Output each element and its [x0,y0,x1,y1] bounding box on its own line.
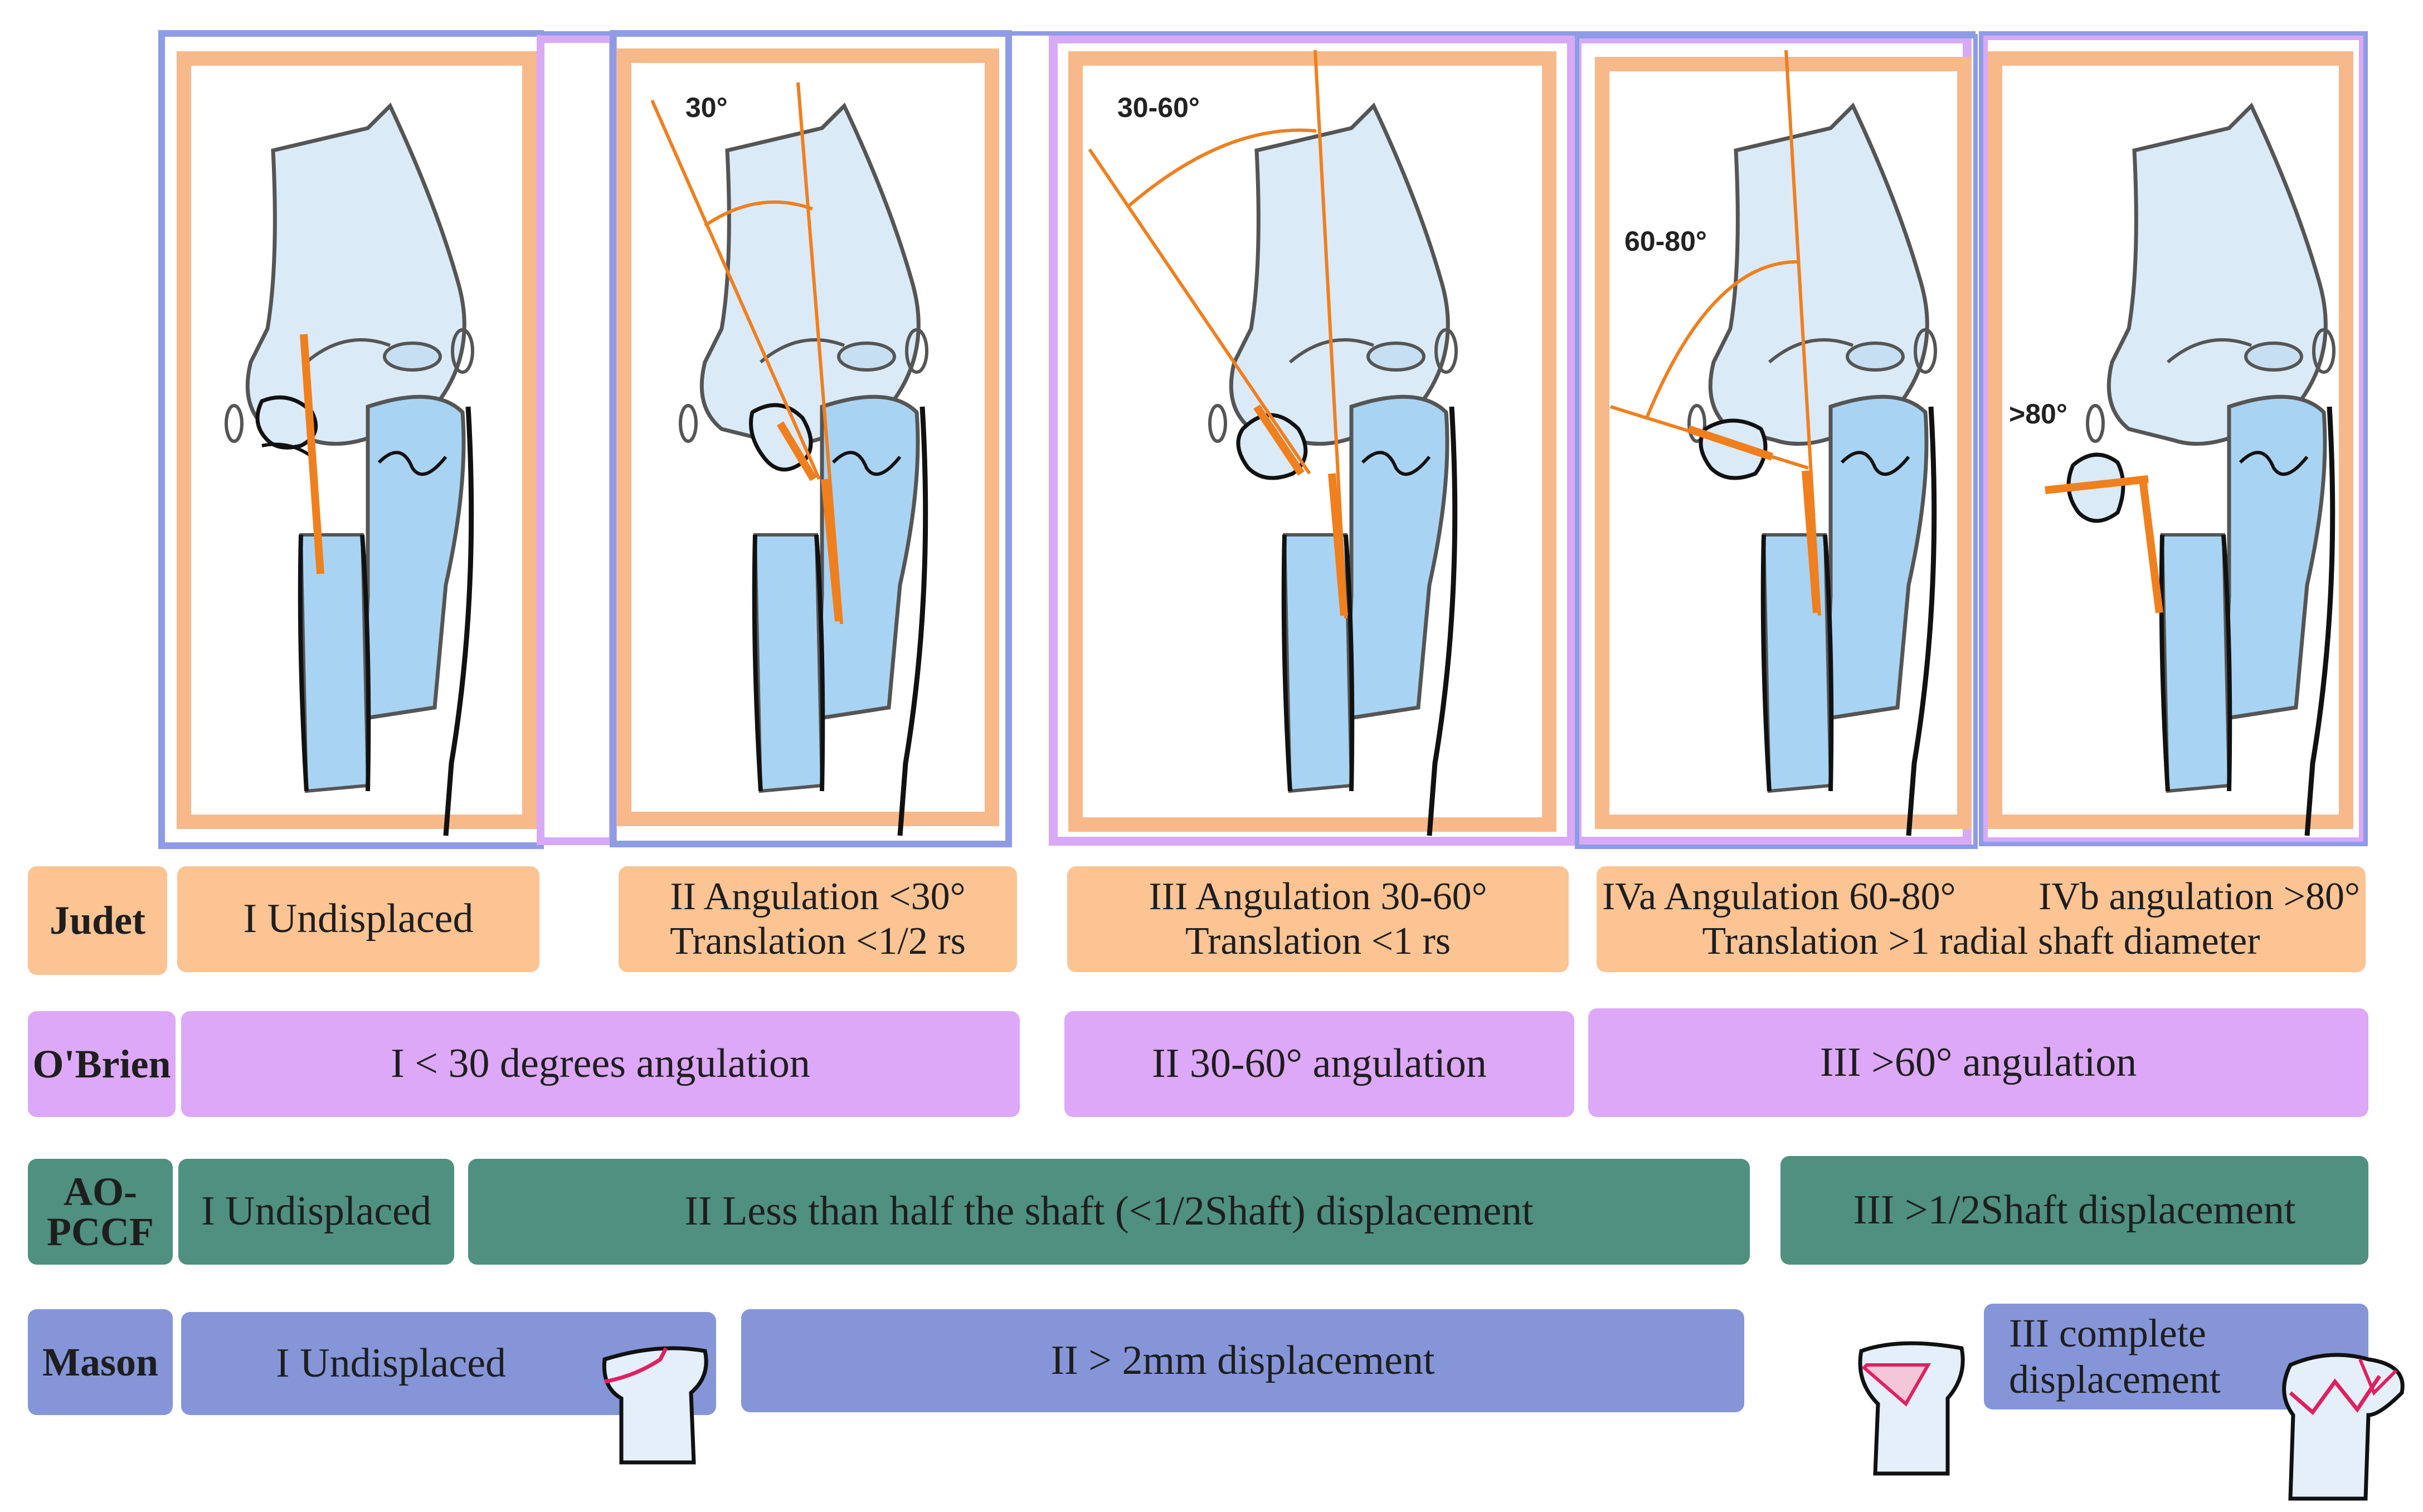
panel-2-angle-label: 30° [685,92,728,123]
panel-5-elbow [2045,106,2334,836]
row-label-mason: Mason [28,1309,173,1415]
mason-cell-2: II > 2mm displacement [741,1309,1744,1412]
judet-cell-4-line2: Translation >1 radial shaft diameter [1702,920,2260,963]
row-label-judet: Judet [28,866,167,975]
judet-cell-2-line2: Translation <1/2 rs [670,920,966,963]
mason-cell-1: I Undisplaced [181,1312,716,1415]
judet-cell-2: II Angulation <30° Translation <1/2 rs [619,866,1017,972]
elbow-panels: 30° 30-60° 60-80° >80° [158,30,2368,849]
panel-1-elbow [226,106,473,836]
judet-cell-2-line1: II Angulation <30° [670,875,966,918]
mason-cell-1-text: I Undisplaced [276,1340,507,1386]
mason-2-radial-head [1858,1341,1965,1476]
mason-cell-3: III complete displacement [1984,1304,2368,1409]
ao-cell-2: II Less than half the shaft (<1/2Shaft) … [468,1159,1750,1265]
panel-5-angle-label: >80° [2009,398,2067,430]
panel-3-elbow [1088,50,1456,836]
ao-pccf-label-line2: PCCF [47,1209,154,1254]
panel-4-angle-label: 60-80° [1624,226,1707,257]
judet-cell-3-line1: III Angulation 30-60° [1149,875,1487,918]
ao-cell-3: III >1/2Shaft displacement [1780,1156,2368,1265]
mason-cell-3-line1: III complete [2009,1311,2206,1356]
row-label-ao-pccf: AO- PCCF [28,1159,173,1265]
judet-cell-4: IVa Angulation 60-80° IVb angulation >80… [1597,866,2366,972]
obrien-cell-1: I < 30 degrees angulation [181,1011,1020,1117]
ao-cell-1: I Undisplaced [178,1159,454,1265]
judet-cell-3-line2: Translation <1 rs [1185,920,1451,963]
panel-4-elbow [1610,50,1935,836]
mason-cell-3-line2: displacement [2009,1357,2221,1402]
row-label-obrien: O'Brien [28,1011,176,1117]
judet-cell-3: III Angulation 30-60° Translation <1 rs [1067,866,1569,972]
judet-cell-1: I Undisplaced [177,866,539,972]
obrien-cell-3: III >60° angulation [1588,1008,2368,1117]
judet-cell-4-line1a: IVa Angulation 60-80° [1602,875,1956,918]
panel-2-elbow [650,82,927,836]
obrien-cell-2: II 30-60° angulation [1064,1011,1574,1117]
ao-pccf-label-line1: AO- [64,1169,137,1214]
panel-3-angle-label: 30-60° [1117,92,1200,123]
judet-cell-4-line1b: IVb angulation >80° [2038,875,2360,918]
